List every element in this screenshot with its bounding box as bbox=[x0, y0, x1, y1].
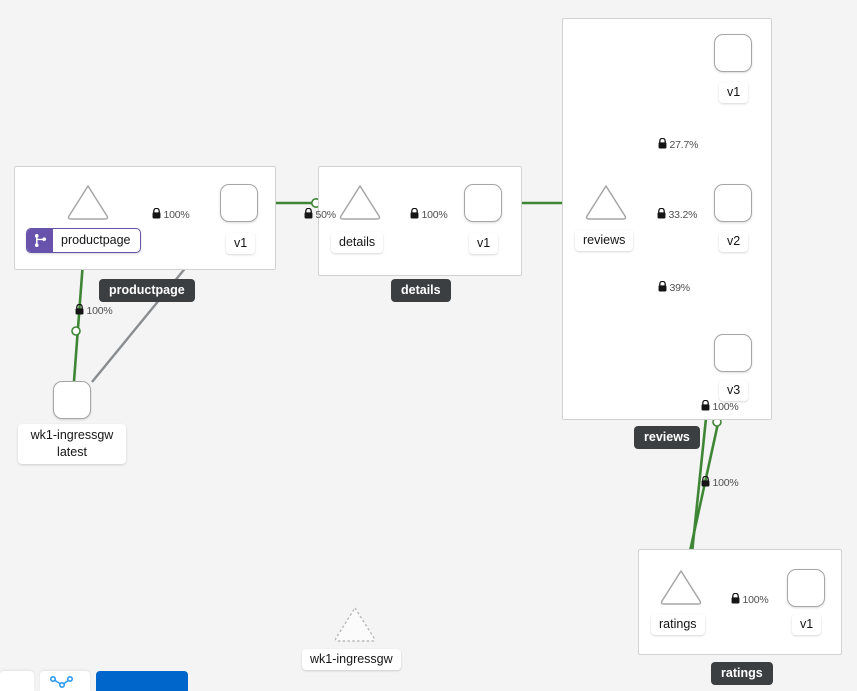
node-ratings-v1[interactable] bbox=[787, 569, 825, 607]
node-label-wk1-ingressgw-workload: wk1-ingressgw latest bbox=[18, 424, 126, 464]
node-reviews-v1[interactable] bbox=[714, 34, 752, 72]
node-label-reviews-v1: v1 bbox=[719, 82, 749, 103]
namespace-chip-details[interactable]: details bbox=[391, 279, 451, 302]
node-reviews-v2[interactable] bbox=[714, 184, 752, 222]
node-productpage-service[interactable] bbox=[66, 183, 110, 221]
toolbar-fragment-graph-button[interactable] bbox=[40, 671, 90, 691]
namespace-chip-productpage[interactable]: productpage bbox=[99, 279, 195, 302]
node-ratings-service[interactable] bbox=[659, 568, 703, 606]
node-label-text: productpage bbox=[61, 233, 131, 247]
toolbar-primary-button[interactable] bbox=[96, 671, 188, 691]
node-label-productpage-service[interactable]: productpage bbox=[26, 228, 141, 253]
node-label-reviews-v3: v3 bbox=[719, 380, 749, 401]
node-label-ratings-v1: v1 bbox=[792, 614, 822, 635]
virtual-service-icon bbox=[27, 229, 53, 252]
node-wk1-ingressgw-workload[interactable] bbox=[53, 381, 91, 419]
node-productpage-v1[interactable] bbox=[220, 184, 258, 222]
node-label-wk1-ingressgw-service: wk1-ingressgw bbox=[302, 649, 401, 670]
node-label-reviews-v2: v2 bbox=[719, 231, 749, 252]
namespace-chip-ratings[interactable]: ratings bbox=[711, 662, 773, 685]
node-details-service[interactable] bbox=[338, 183, 382, 221]
node-details-v1[interactable] bbox=[464, 184, 502, 222]
namespace-chip-reviews[interactable]: reviews bbox=[634, 426, 700, 449]
node-wk1-ingressgw-service[interactable] bbox=[333, 605, 377, 643]
node-label-productpage-v1: v1 bbox=[226, 233, 256, 254]
node-label-details-v1: v1 bbox=[469, 233, 499, 254]
node-label-details-service: details bbox=[331, 232, 384, 253]
node-label-ratings-service: ratings bbox=[651, 614, 705, 635]
node-reviews-v3[interactable] bbox=[714, 334, 752, 372]
toolbar-fragment-left[interactable] bbox=[0, 671, 34, 691]
node-label-reviews-service: reviews bbox=[575, 230, 634, 251]
node-reviews-service[interactable] bbox=[584, 183, 628, 221]
